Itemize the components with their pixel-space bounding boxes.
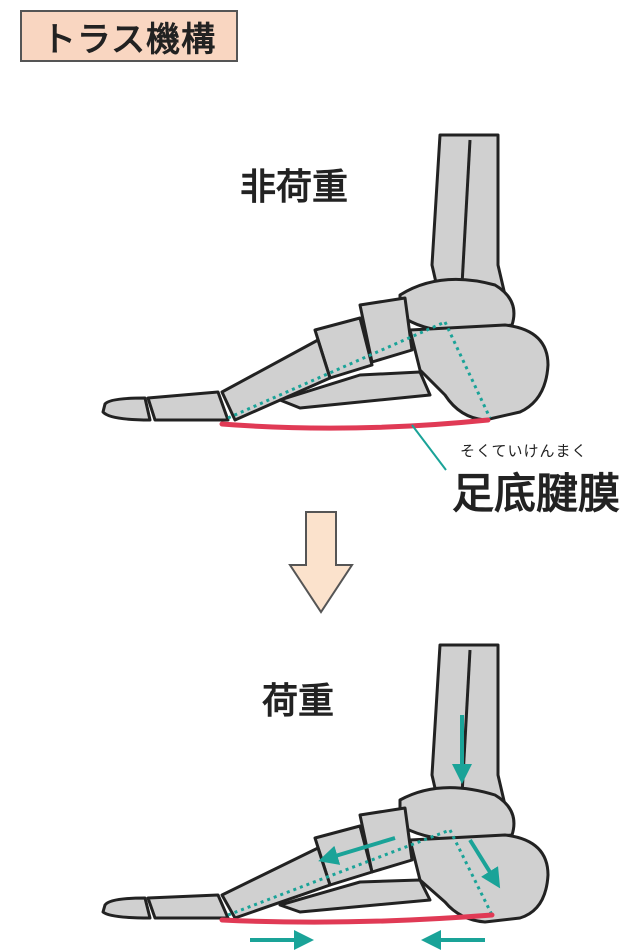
- teal-arrow-icon: [318, 836, 396, 865]
- fascia-reading: そくていけんまく: [460, 442, 588, 460]
- plantar-fascia-loaded: [219, 912, 495, 925]
- truss-unloaded: [227, 320, 492, 420]
- force-arrows: [250, 715, 501, 950]
- unloaded-label: 非荷重: [240, 167, 349, 208]
- teal-arrow-icon: [468, 838, 501, 889]
- foot-unloaded: [101, 133, 550, 422]
- navicular-bone: [358, 296, 414, 364]
- metatarsal-bone: [220, 846, 332, 920]
- phalanx-proximal: [146, 390, 230, 422]
- lateral-bone: [278, 878, 432, 914]
- calcaneus-bone: [408, 833, 550, 924]
- fibula-bone: [460, 139, 472, 286]
- metatarsal-bone: [220, 338, 332, 422]
- title-box: トラス機構: [20, 10, 238, 62]
- lateral-bone: [278, 370, 432, 410]
- phalanx-distal: [101, 396, 152, 422]
- truss-loaded: [227, 828, 494, 917]
- calcaneus-bone: [408, 323, 550, 422]
- foot-loaded: [101, 643, 550, 924]
- talus-bone: [398, 786, 516, 842]
- phalanx-proximal: [146, 893, 230, 920]
- fascia-leader-line: [411, 424, 447, 471]
- talus-bone: [398, 277, 516, 334]
- fascia-label: 足底腱膜: [452, 469, 621, 518]
- plantar-fascia-unloaded: [219, 417, 491, 431]
- title-text: トラス機構: [41, 19, 217, 60]
- loaded-label: 荷重: [262, 681, 335, 722]
- phalanx-distal: [101, 896, 152, 920]
- down-arrow-icon: [288, 511, 354, 614]
